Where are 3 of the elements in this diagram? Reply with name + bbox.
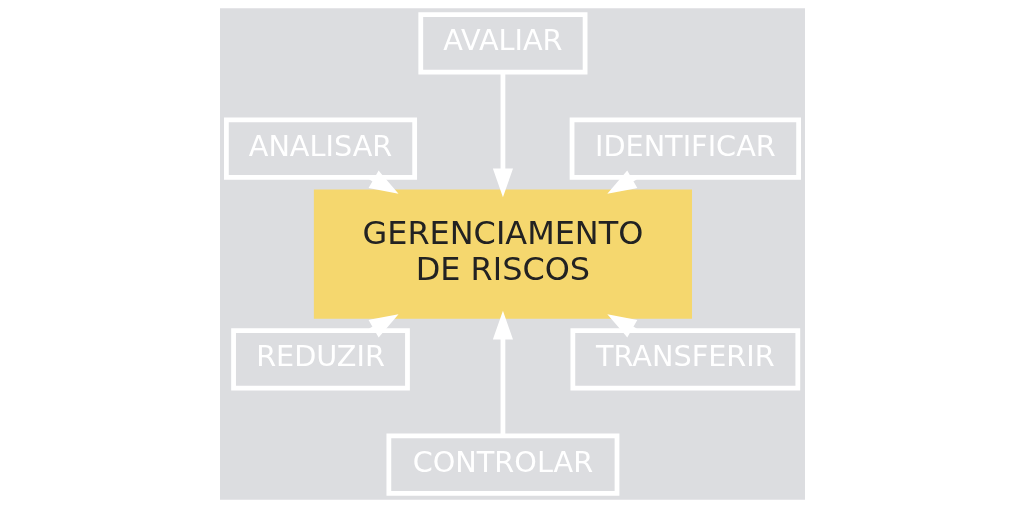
node-box: GERENCIAMENTO DE RISCOS bbox=[313, 189, 692, 319]
arrow bbox=[492, 72, 513, 198]
arrow bbox=[492, 310, 513, 436]
